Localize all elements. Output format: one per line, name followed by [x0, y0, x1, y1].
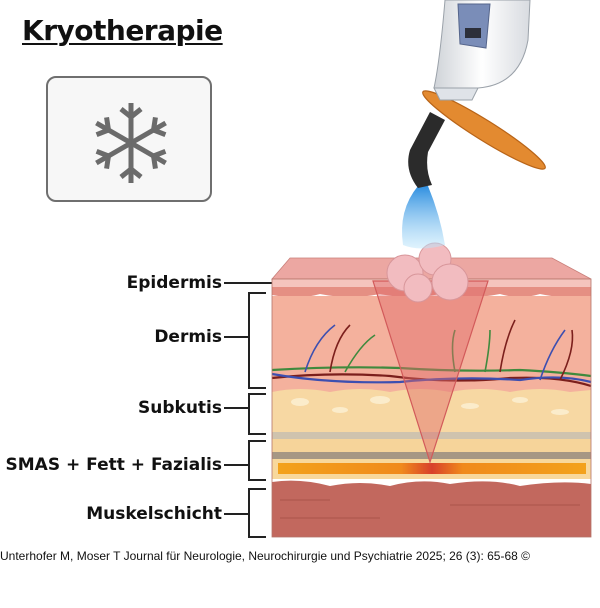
snowflake-icon-box [46, 76, 212, 202]
cryo-spray [402, 186, 445, 249]
label-muskelschicht: Muskelschicht [86, 504, 222, 524]
label-dermis: Dermis [154, 327, 222, 347]
label-smas-fett-fazialis: SMAS + Fett + Fazialis [5, 455, 222, 475]
citation-caption: Unterhofer M, Moser T Journal für Neurol… [0, 549, 530, 563]
label-subkutis: Subkutis [138, 398, 222, 418]
page-title: Kryotherapie [22, 14, 223, 47]
cryo-applicator [408, 0, 546, 188]
label-epidermis: Epidermis [126, 273, 222, 293]
snowflake-icon [93, 103, 169, 184]
layer-brackets [224, 282, 272, 538]
skin-cross-section-diagram [224, 0, 592, 538]
